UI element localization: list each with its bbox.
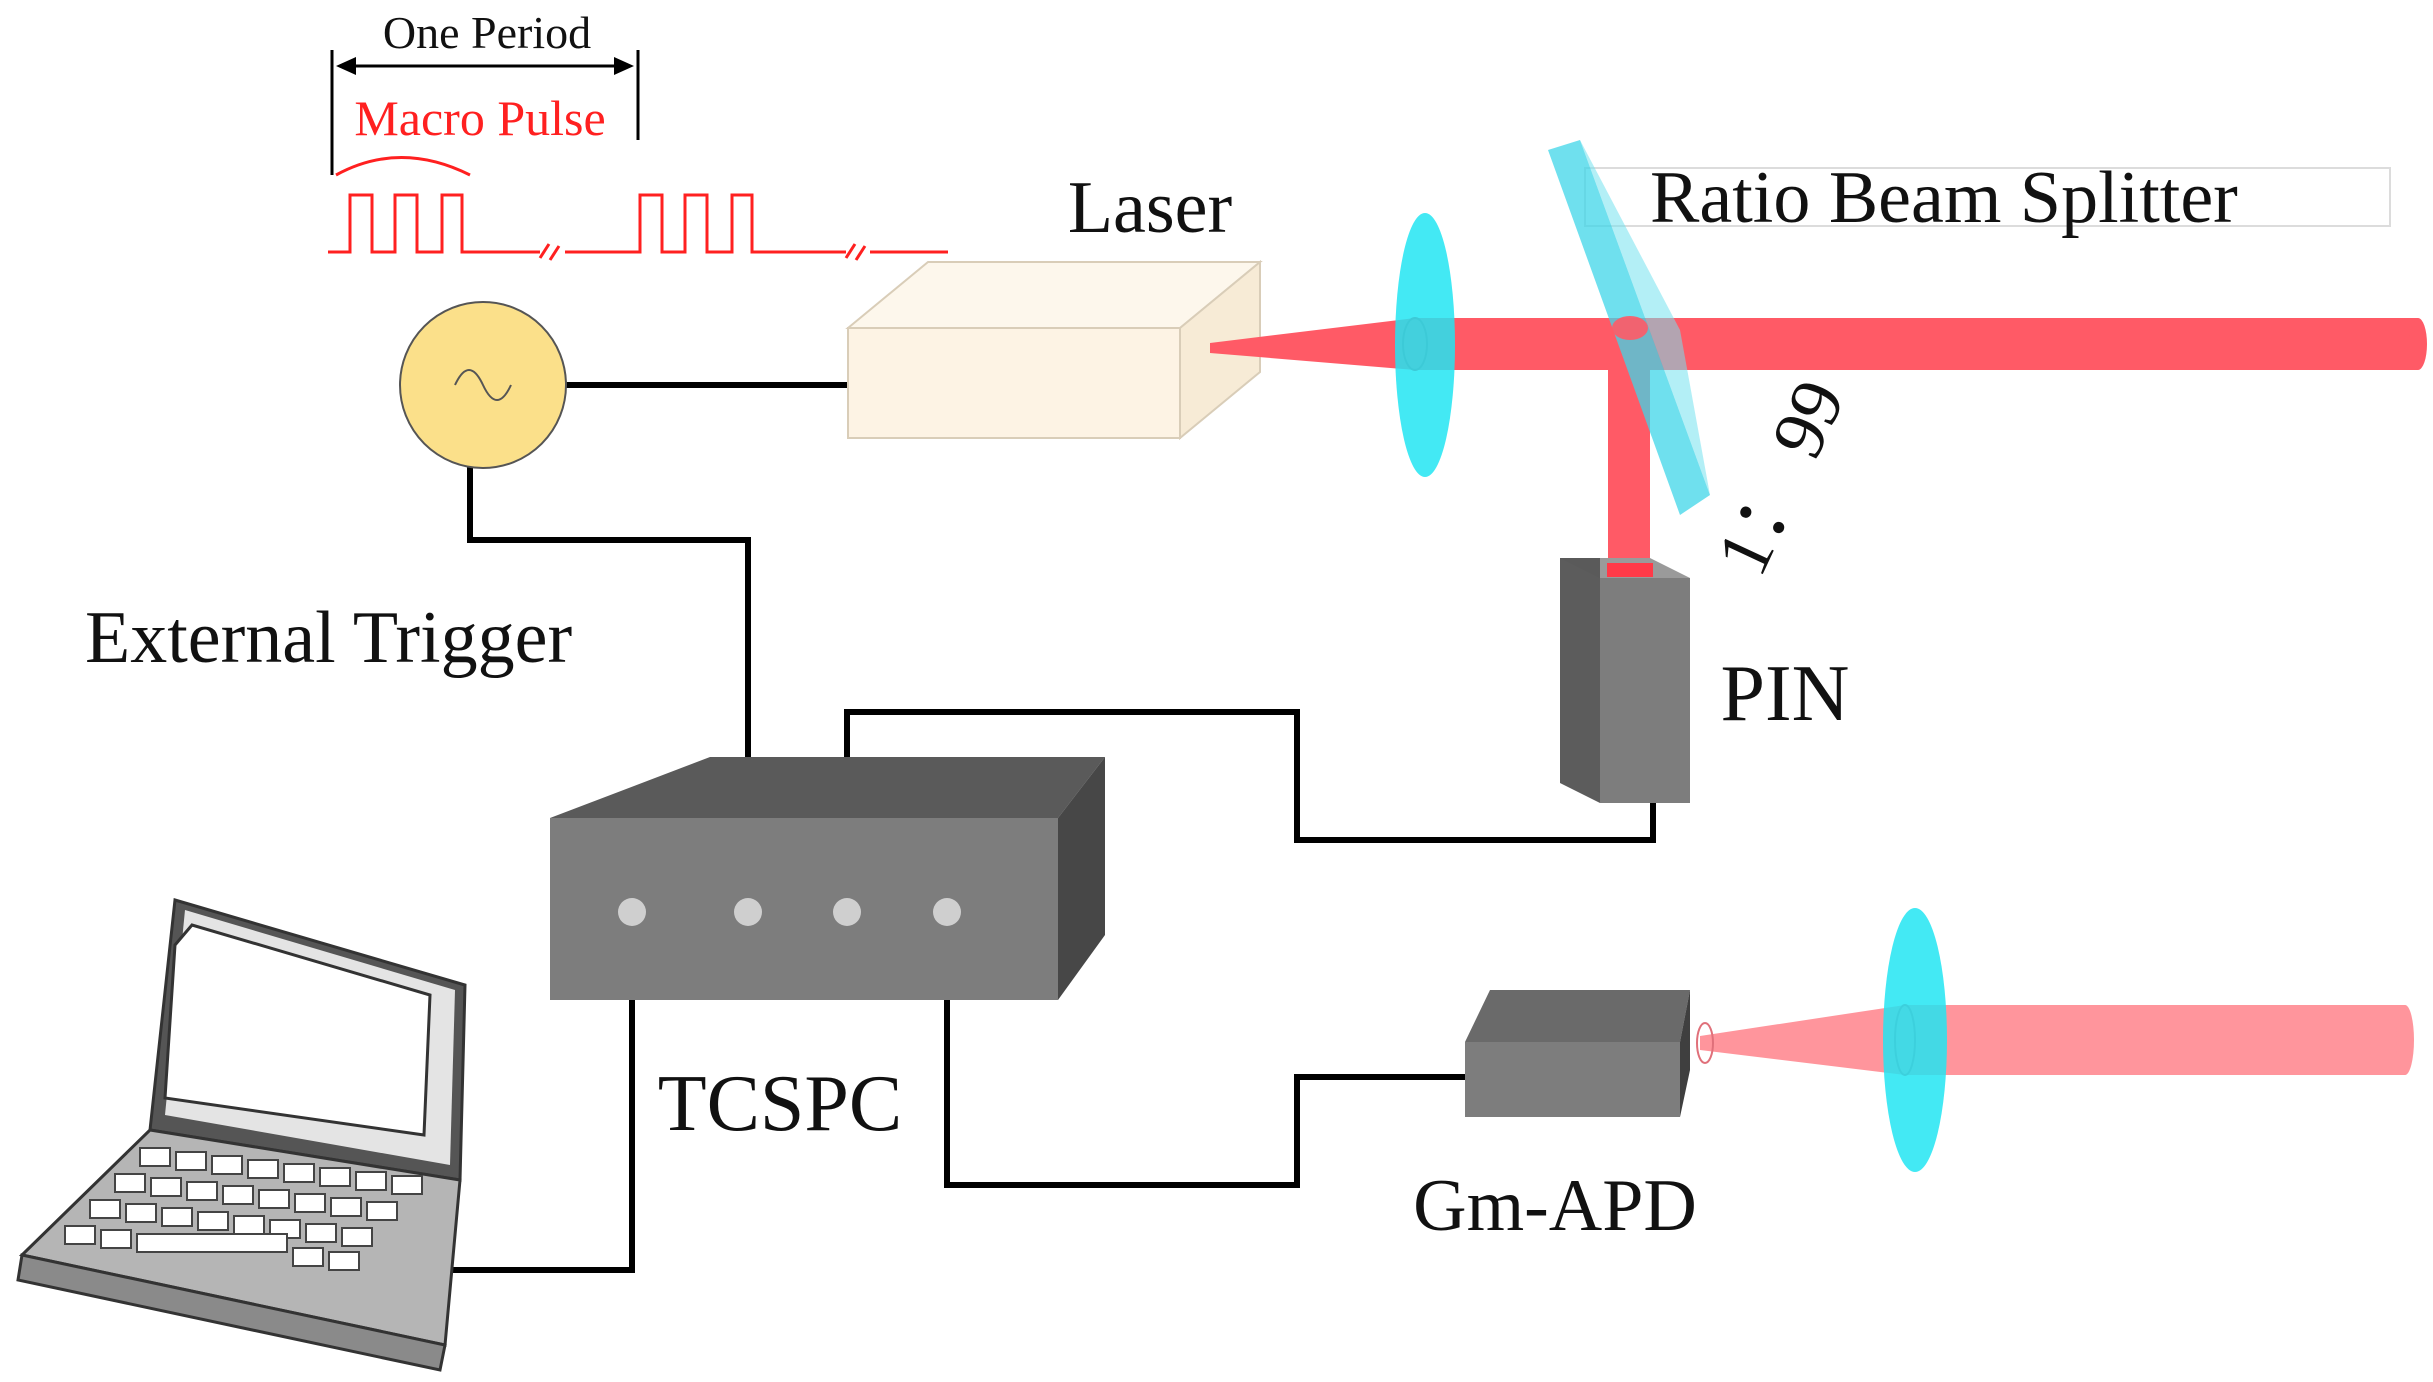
wire-tcspc-apd (944, 912, 1465, 1188)
split-ratio-label: 1： 99 (1701, 368, 1861, 587)
tcspc-port-3[interactable] (833, 898, 861, 926)
laser-label: Laser (1068, 167, 1232, 249)
laser-source: Laser (845, 167, 1263, 441)
tcspc-port-4[interactable] (933, 898, 961, 926)
gm-apd-detector: Gm-APD (1413, 990, 1697, 1247)
gm-apd-label: Gm-APD (1413, 1165, 1697, 1247)
receive-beam (1696, 1004, 2414, 1076)
pin-label: PIN (1721, 650, 1850, 738)
wire-laptop-tcspc (415, 912, 635, 1273)
tcspc-port-2[interactable] (734, 898, 762, 926)
tcspc-module: TCSPC (550, 757, 1105, 1148)
laptop-keyboard (64, 1147, 423, 1271)
pulse-train (328, 193, 948, 254)
wire-generator-tcspc (467, 465, 751, 910)
tcspc-label: TCSPC (658, 1060, 903, 1148)
tcspc-port-1[interactable] (618, 898, 646, 926)
wire-pin-tcspc (844, 709, 1656, 912)
pin-detector: PIN (1560, 558, 1849, 803)
one-period-label: One Period (383, 7, 591, 58)
signal-generator (399, 301, 567, 469)
pulse-timing-annotation: One Period Macro Pulse (328, 7, 948, 261)
ratio-beam-splitter: Ratio Beam Splitter 1： 99 (1548, 140, 2391, 587)
macro-pulse-label: Macro Pulse (354, 90, 605, 146)
external-trigger-label: External Trigger (85, 597, 572, 679)
macro-pulse-brace (335, 156, 471, 177)
receive-lens (1883, 908, 1947, 1172)
wires (415, 382, 1656, 1273)
laptop-icon (16, 898, 467, 1372)
transmit-lens (1395, 213, 1455, 477)
splitter-label: Ratio Beam Splitter (1650, 157, 2238, 239)
